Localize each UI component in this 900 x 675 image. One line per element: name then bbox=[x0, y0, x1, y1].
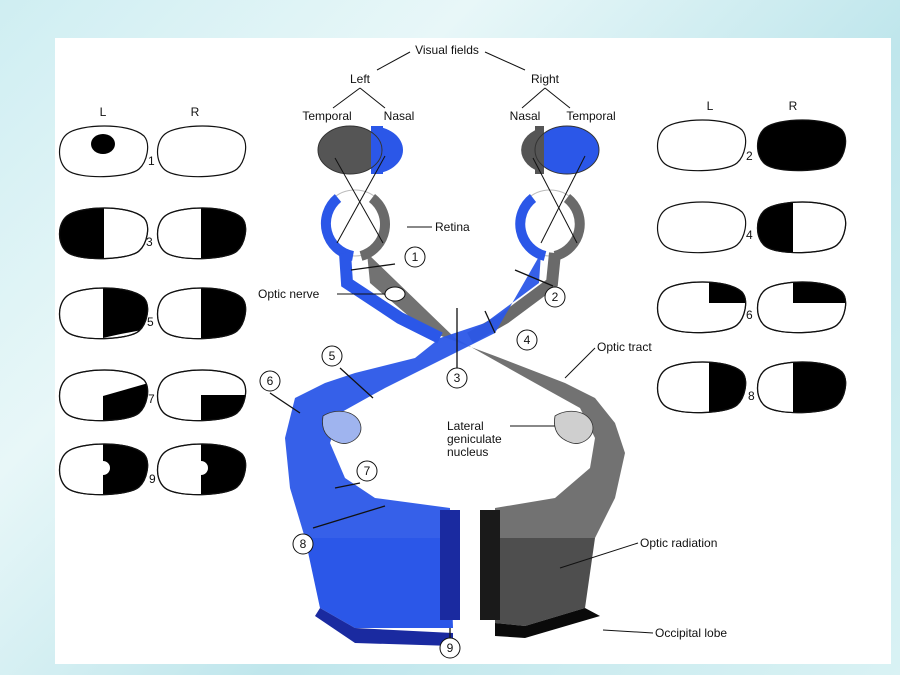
lesion-number-circles: 1 2 3 4 5 6 7 8 9 bbox=[259, 246, 566, 659]
temporal-left-label: Temporal bbox=[302, 109, 351, 123]
retina-label: Retina bbox=[435, 220, 470, 234]
field-defect-3 bbox=[58, 207, 247, 260]
right-visual-field-disc bbox=[521, 125, 600, 175]
right-lgn bbox=[554, 410, 594, 444]
left-eye bbox=[320, 189, 390, 261]
right-calcarine bbox=[480, 510, 500, 620]
field-5-number: 5 bbox=[147, 315, 154, 329]
left-visual-field-disc bbox=[317, 125, 403, 175]
field-4-number: 4 bbox=[746, 228, 753, 242]
left-label: Left bbox=[350, 72, 371, 86]
right-eye bbox=[515, 189, 585, 261]
light-ray-arrows bbox=[334, 155, 586, 244]
right-occipital-cortex bbox=[495, 608, 600, 638]
lesion-4-number: 4 bbox=[524, 333, 531, 347]
right-label: Right bbox=[531, 72, 560, 86]
lesion-3-number: 3 bbox=[454, 371, 461, 385]
lesion-6-number: 6 bbox=[267, 374, 274, 388]
left-lgn bbox=[322, 410, 362, 444]
left-occipital-cortex bbox=[315, 608, 453, 646]
optic-tract-label: Optic tract bbox=[597, 340, 652, 354]
field-defect-5 bbox=[58, 287, 247, 340]
lesion-1-number: 1 bbox=[412, 250, 419, 264]
lesion-8-number: 8 bbox=[300, 537, 307, 551]
left-calcarine bbox=[440, 510, 460, 620]
field-defect-6 bbox=[656, 281, 847, 334]
right-occipital-gray bbox=[495, 538, 595, 626]
right-field-pathway bbox=[367, 253, 625, 538]
field-6-number: 6 bbox=[746, 308, 753, 322]
field-9-number: 9 bbox=[149, 472, 156, 486]
optic-nerve-cross-section bbox=[384, 286, 406, 302]
optic-radiation-label: Optic radiation bbox=[640, 536, 717, 550]
lgn-label-line1: Lateral bbox=[447, 419, 484, 433]
visual-fields-label: Visual fields bbox=[415, 43, 479, 57]
lesion-lines bbox=[269, 263, 554, 638]
field-defect-7 bbox=[58, 369, 247, 422]
field-defect-9 bbox=[58, 443, 247, 496]
temporal-right-label: Temporal bbox=[566, 109, 615, 123]
field-7-number: 7 bbox=[148, 392, 155, 406]
right-column-R-header: R bbox=[789, 99, 798, 113]
field-2-number: 2 bbox=[746, 149, 753, 163]
lesion-2-number: 2 bbox=[552, 290, 559, 304]
lgn-label-line2: geniculate bbox=[447, 432, 502, 446]
left-occipital-blue bbox=[305, 538, 453, 628]
visual-pathway-diagram: Visual fields Left Right Temporal Nasal … bbox=[58, 43, 847, 659]
lesion-9-number: 9 bbox=[447, 641, 454, 655]
lesion-7-number: 7 bbox=[364, 464, 371, 478]
field-8-number: 8 bbox=[748, 389, 755, 403]
lgn-label-line3: nucleus bbox=[447, 445, 488, 459]
lesion-5-number: 5 bbox=[329, 349, 336, 363]
right-column-L-header: L bbox=[707, 99, 714, 113]
field-defect-8 bbox=[656, 361, 847, 414]
field-3-number: 3 bbox=[146, 235, 153, 249]
field-defect-1 bbox=[58, 125, 247, 178]
left-column-L-header: L bbox=[100, 105, 107, 119]
left-column-R-header: R bbox=[191, 105, 200, 119]
optic-nerve-label: Optic nerve bbox=[258, 287, 320, 301]
diagram-slide: Visual fields Left Right Temporal Nasal … bbox=[55, 38, 891, 664]
nasal-left-label: Nasal bbox=[384, 109, 415, 123]
nasal-right-label: Nasal bbox=[510, 109, 541, 123]
field-1-number: 1 bbox=[148, 154, 155, 168]
left-field-pathway bbox=[285, 253, 541, 538]
field-defect-2 bbox=[656, 119, 847, 172]
occipital-lobe-label: Occipital lobe bbox=[655, 626, 727, 640]
left-temporal-fibers bbox=[339, 252, 443, 344]
